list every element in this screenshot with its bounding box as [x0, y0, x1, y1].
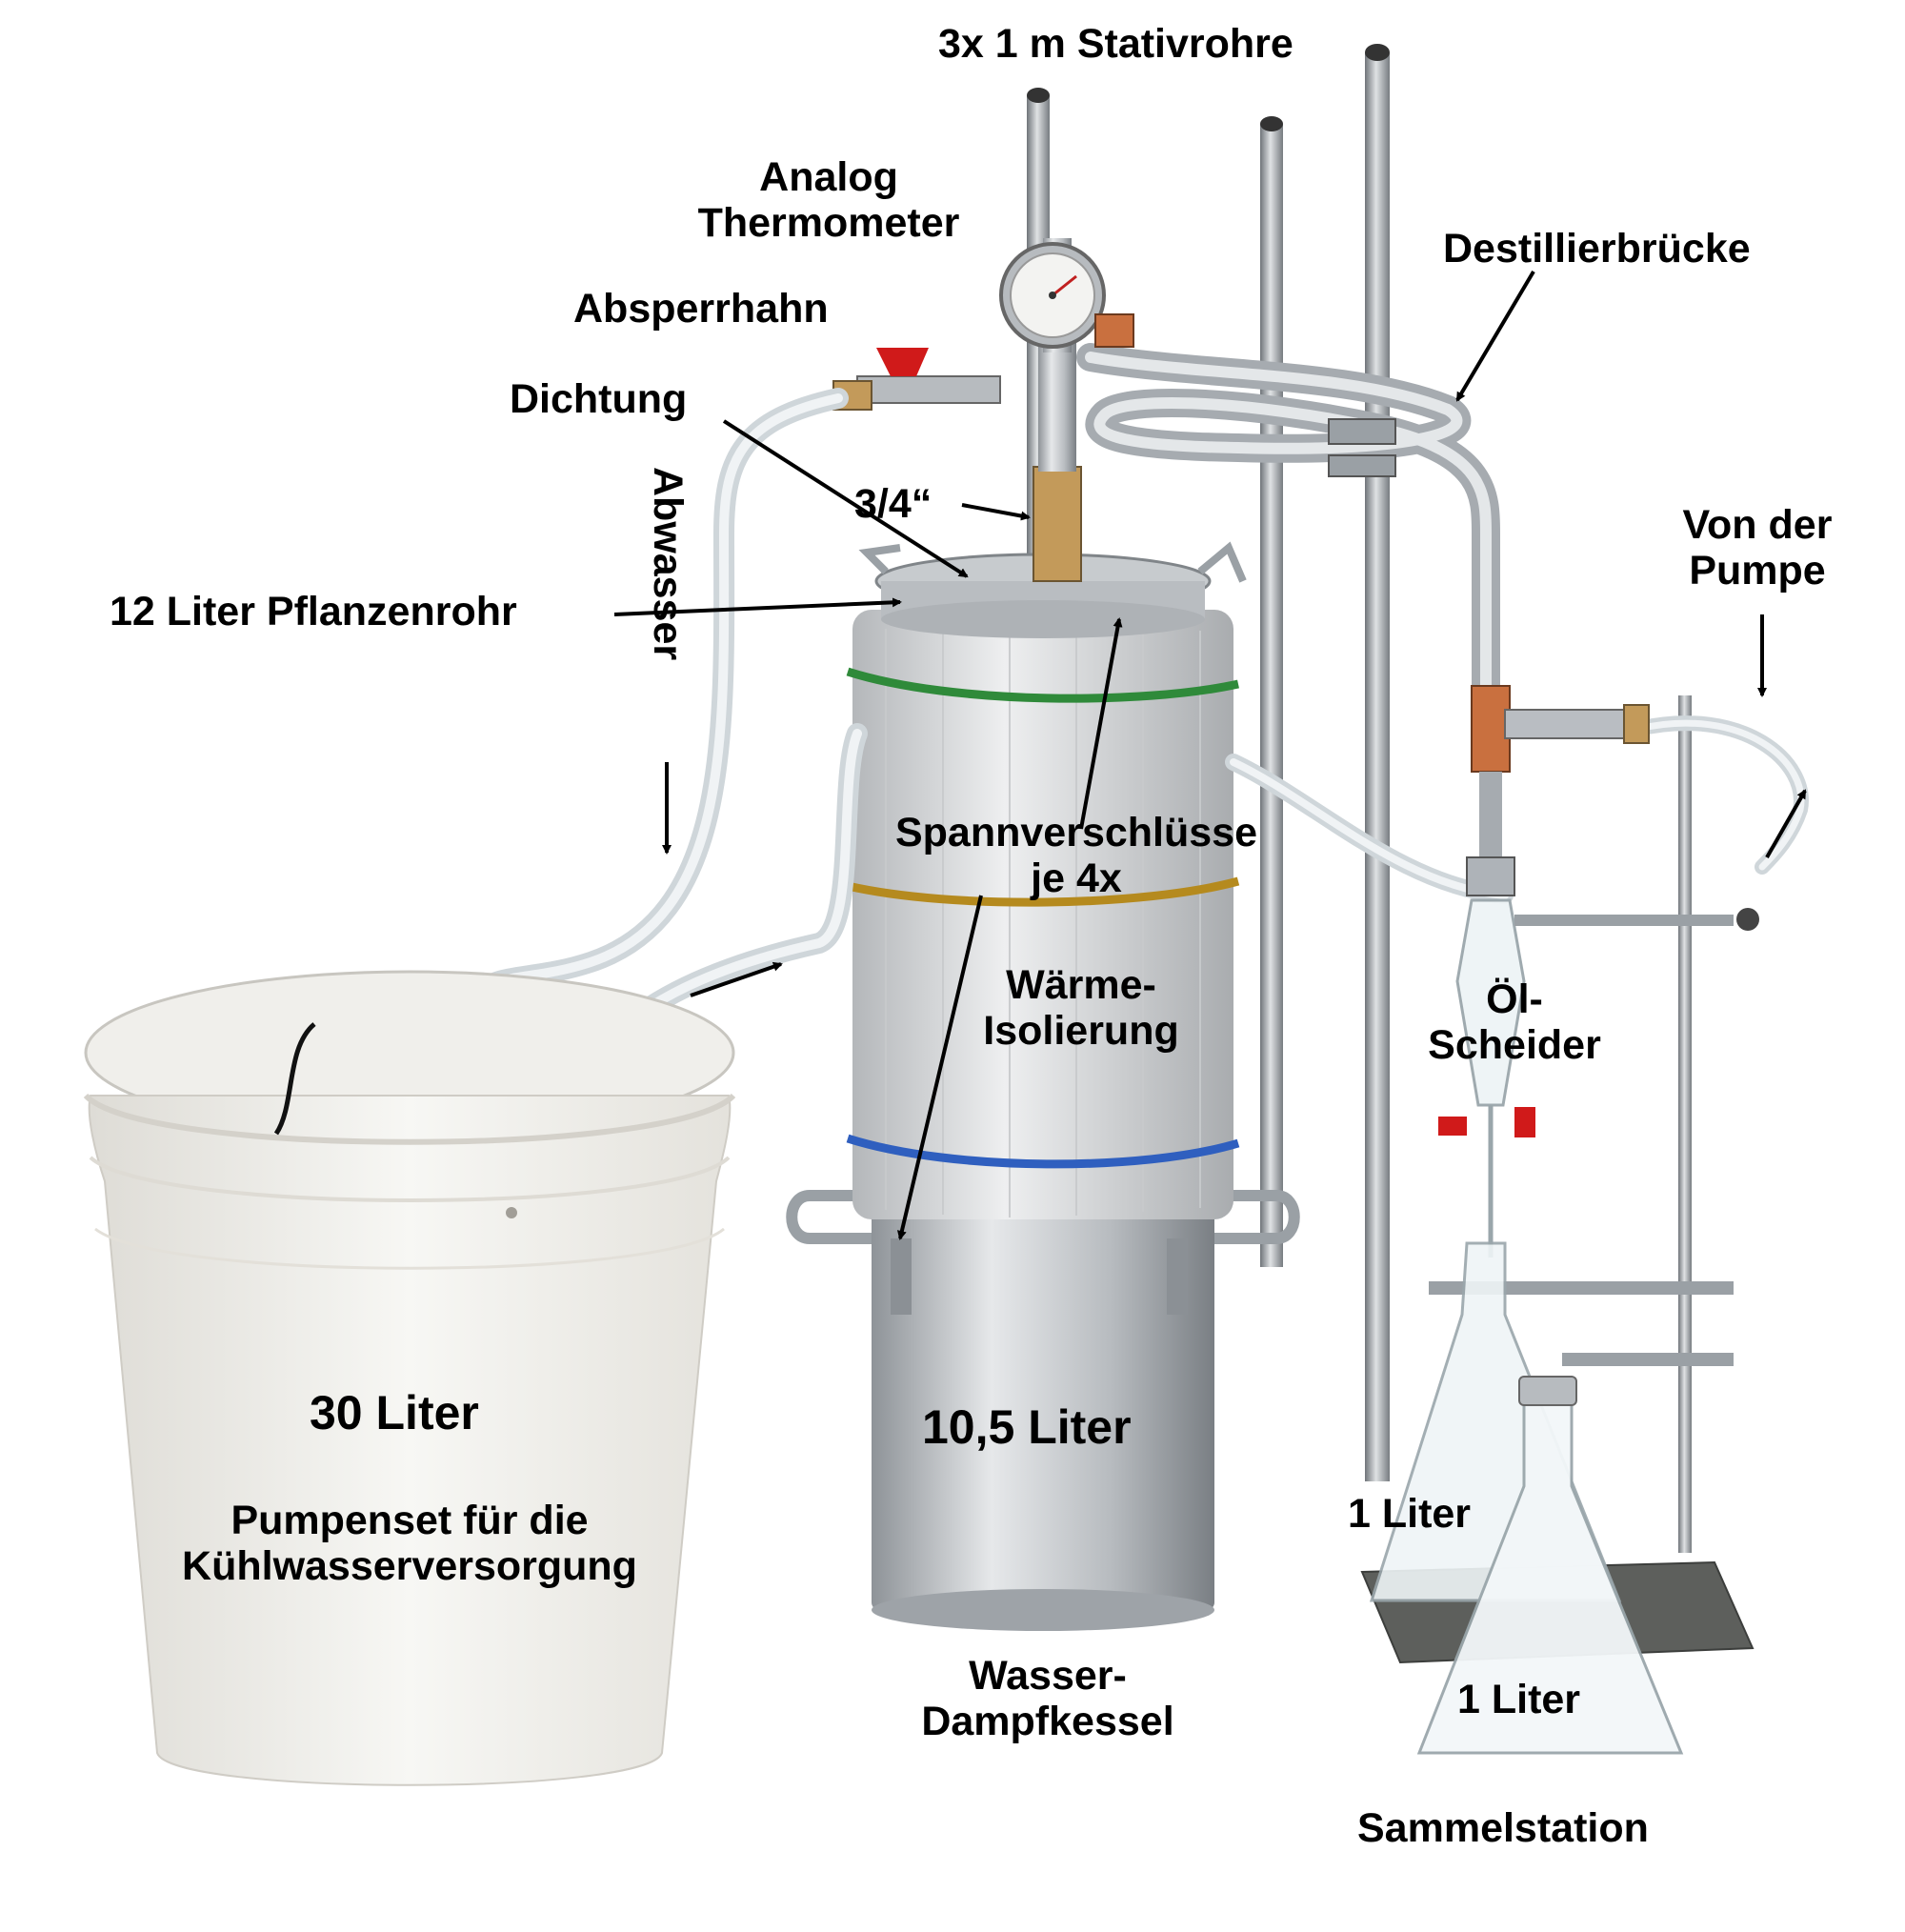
distillation-bridge [1076, 343, 1500, 700]
label-kessel-volume: 10,5 Liter [922, 1400, 1132, 1454]
label-destillierbruecke: Destillierbrücke [1443, 226, 1751, 272]
label-oelscheider-line2: Scheider [1428, 1022, 1601, 1069]
collection-station [1360, 1241, 1755, 1755]
label-kessel-line1: Wasser- [969, 1653, 1127, 1699]
label-pumpenset-line2: Kühlwasserversorgung [182, 1543, 637, 1590]
label-kessel: Wasser- Dampfkessel [876, 1653, 1219, 1744]
label-flask-1: 1 Liter [1348, 1491, 1472, 1537]
oil-separator [1438, 856, 1759, 1258]
label-spannverschluesse-line2: je 4x [1031, 855, 1122, 902]
rod-left-cap [1027, 88, 1050, 103]
label-sammelstation: Sammelstation [1357, 1805, 1649, 1851]
steam-boiler [786, 333, 1300, 1631]
label-pflanzenrohr: 12 Liter Pflanzenrohr [110, 589, 517, 634]
insulation-wrap [852, 610, 1233, 1219]
label-waermeisolierung-line1: Wärme- [1006, 962, 1156, 1008]
label-thermometer-line2: Thermometer [697, 200, 960, 247]
label-spannverschluesse-line1: Spannverschlüsse [894, 810, 1257, 855]
rod-right-cap [1365, 44, 1390, 61]
water-bucket [83, 970, 736, 1786]
valve-icon [832, 348, 1001, 411]
thermometer-icon [999, 238, 1134, 352]
label-thermometer-line1: Analog [759, 154, 898, 200]
collection-stand-rod [1678, 695, 1692, 1553]
label-bucket-volume: 30 Liter [310, 1386, 479, 1439]
label-absperrhahn: Absperrhahn [573, 286, 829, 332]
label-waermeisolierung: Wärme- Isolierung [938, 962, 1224, 1054]
strap-green [846, 667, 1239, 703]
boiler-pot [872, 1191, 1214, 1610]
arrow-hose-up [1765, 789, 1807, 858]
arrow-gewinde [961, 503, 1031, 521]
rod-middle [1260, 124, 1283, 1267]
label-von-der-pumpe-line1: Von der [1682, 502, 1833, 548]
label-spannverschluesse: Spannverschlüsse je 4x [848, 810, 1305, 901]
label-waermeisolierung-line2: Isolierung [983, 1008, 1179, 1055]
label-thermometer: Analog Thermometer [667, 154, 991, 246]
label-oelscheider-line1: Öl- [1486, 976, 1543, 1022]
arrow-spannverschluss-top [1079, 617, 1123, 830]
rod-right [1365, 52, 1390, 1481]
label-von-der-pumpe: Von der Pumpe [1634, 502, 1881, 594]
label-abwasser: Abwasser [645, 467, 691, 661]
label-stativrohre: 3x 1 m Stativrohre [938, 21, 1293, 67]
strap-yellow [847, 876, 1240, 907]
label-oelscheider: Öl- Scheider [1381, 976, 1648, 1068]
label-von-der-pumpe-line2: Pumpe [1689, 548, 1826, 594]
arrow-destillierbruecke [1455, 270, 1535, 402]
label-gewinde: 3/4“ [854, 481, 932, 527]
arrow-supply [690, 961, 783, 997]
label-pumpenset-line1: Pumpenset für die [231, 1498, 589, 1543]
arrow-icon [613, 270, 1807, 1240]
label-dichtung: Dichtung [510, 376, 688, 422]
copper-fitting [1471, 685, 1650, 857]
arrow-dichtung [722, 419, 969, 578]
label-pumpenset: Pumpenset für die Kühlwasserversorgung [114, 1498, 705, 1589]
arrow-pflanzenrohr [613, 597, 902, 616]
label-kessel-line2: Dampfkessel [921, 1699, 1174, 1745]
arrow-spannverschluss-bottom [896, 895, 983, 1240]
label-flask-2: 1 Liter [1457, 1677, 1581, 1722]
strap-blue [846, 1134, 1240, 1169]
rod-middle-cap [1260, 116, 1283, 131]
